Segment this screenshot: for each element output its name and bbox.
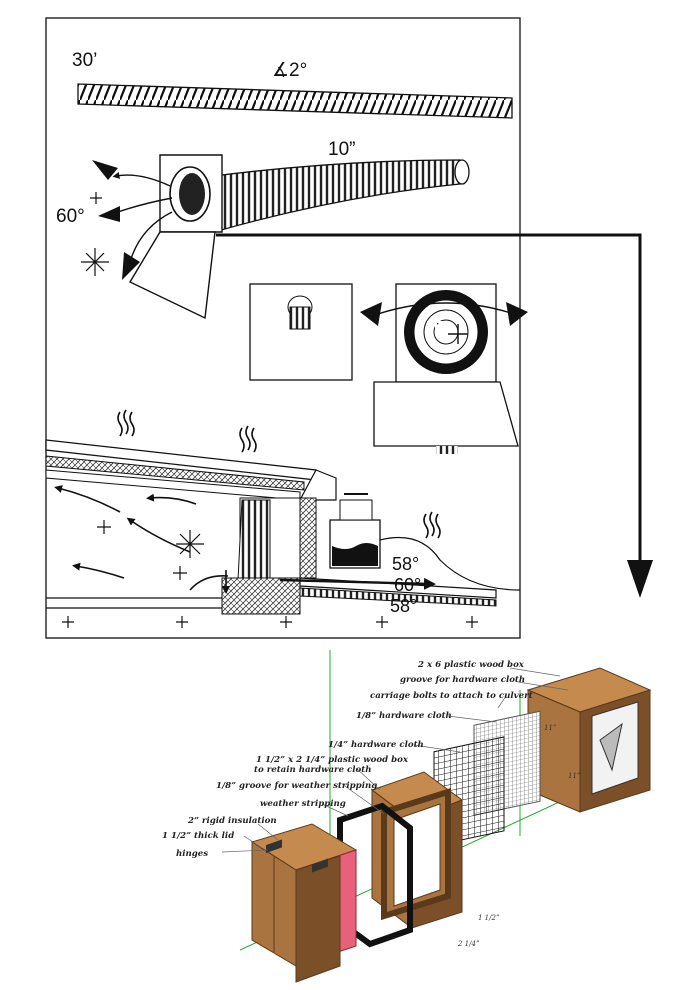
temp-label-mid: 60° — [394, 575, 421, 595]
interior-air-arrows — [54, 485, 230, 594]
callout-box: 2 x 6 plastic wood box — [417, 660, 525, 670]
leader-lines — [221, 667, 569, 853]
callout-retain-box: 1 1/2” x 2 1/4” plastic wood box — [256, 755, 409, 765]
dim-c-label: 1 1/2” — [478, 914, 500, 922]
callout-hinges: hinges — [176, 849, 208, 859]
house-section — [45, 439, 521, 615]
callout-groove-strip: 1/8” groove for weather stripping — [216, 781, 377, 791]
pipe-diameter-label: 10” — [328, 139, 355, 160]
angle-label: 60° — [56, 206, 85, 227]
callout-fine-cloth: 1/8” hardware cloth — [356, 711, 452, 721]
heat-wave-icons — [117, 409, 441, 539]
callout-coarse-cloth: 1/4” hardware cloth — [328, 740, 424, 750]
connector-arrow — [216, 233, 653, 598]
callout-groove: groove for hardware cloth — [400, 675, 525, 685]
callout-bolts: carriage bolts to attach to culvert — [370, 691, 533, 701]
slope-label: ∡2° — [272, 60, 307, 81]
pipe-length-label: 30’ — [72, 50, 97, 71]
plug-square — [249, 283, 353, 381]
callout-insulation: 2” rigid insulation — [187, 816, 277, 826]
callout-weather-strip: weather stripping — [260, 799, 346, 809]
dim-b-label: 11” — [568, 772, 581, 780]
section-sparkle-icons — [62, 520, 478, 628]
corrugated-pipe — [213, 159, 470, 233]
temp-label-bottom: 58° — [390, 596, 417, 616]
dim-a-label: 11” — [544, 724, 557, 732]
temp-label-top: 58° — [392, 554, 419, 574]
vent-box-callouts: 2 x 6 plastic wood box groove for hardwa… — [162, 660, 533, 859]
long-culvert-pipe — [77, 83, 513, 119]
outflow-arrows — [92, 160, 173, 280]
damper-square — [360, 283, 528, 454]
vent-flange — [129, 154, 223, 320]
lid-with-insulation — [250, 823, 358, 983]
dim-d-label: 2 1/4” — [457, 940, 480, 948]
rear-wood-box: 11” 11” — [526, 667, 652, 813]
callout-lid: 1 1/2” thick lid — [162, 831, 234, 841]
callout-retain-box-2: to retain hardware cloth — [254, 765, 371, 775]
sparkle-icons — [81, 192, 109, 276]
